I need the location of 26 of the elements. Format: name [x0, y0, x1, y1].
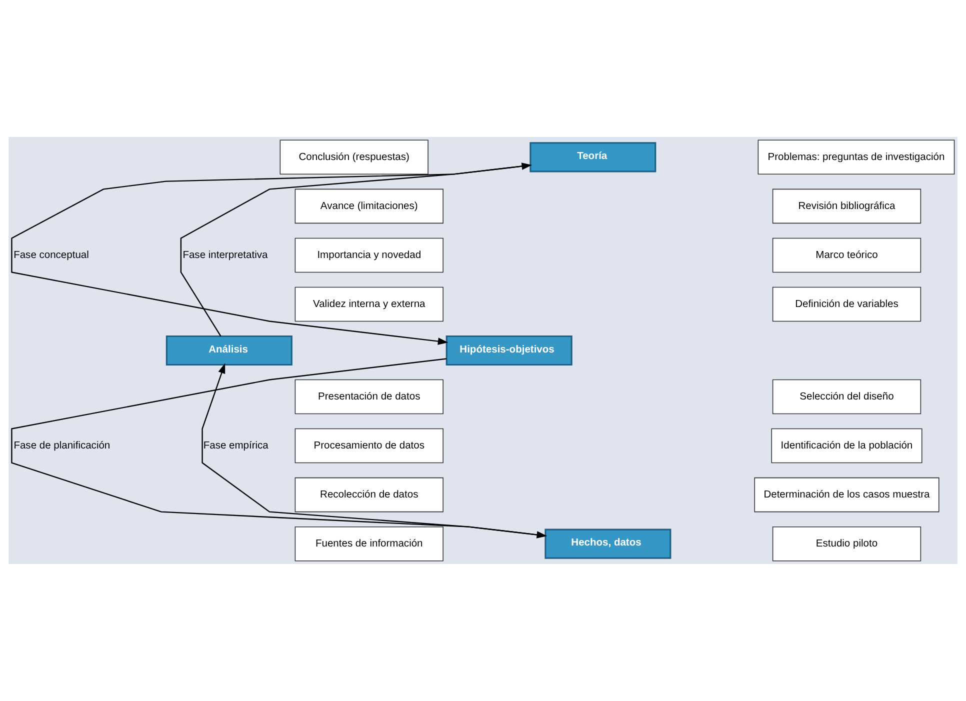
node-box: Validez interna y externa [294, 286, 444, 322]
node-box: Identificación de la población [771, 428, 922, 464]
edge-label: Fase interpretativa [182, 250, 268, 261]
node-box: Determinación de los casos muestra [754, 477, 940, 512]
node-box: Procesamiento de datos [294, 428, 444, 464]
node-box: Definición de variables [772, 286, 922, 322]
node-box: Teoría [530, 142, 656, 172]
node-box: Estudio piloto [772, 526, 922, 562]
node-box: Conclusión (respuestas) [280, 140, 428, 175]
edge-label: Fase empírica [203, 440, 268, 452]
node-box: Hipótesis-objetivos [446, 335, 572, 366]
arrow [180, 162, 532, 337]
node-box: Recolección de datos [294, 477, 444, 512]
node-box: Selección del diseño [772, 379, 922, 414]
node-box: Hechos, datos [544, 528, 672, 559]
node-box: Importancia y novedad [294, 238, 444, 273]
node-box: Revisión bibliográfica [772, 188, 922, 224]
node-box: Avance (limitaciones) [294, 188, 444, 224]
node-box: Problemas: preguntas de investigación [758, 140, 955, 175]
arrow [202, 363, 546, 536]
node-box: Presentación de datos [294, 379, 444, 414]
node-box: Análisis [166, 335, 292, 366]
node-box: Fuentes de información [294, 526, 444, 562]
edge-label: Fase conceptual [14, 250, 89, 261]
node-box: Marco teórico [772, 238, 922, 273]
edge-label: Fase de planificación [14, 440, 110, 452]
